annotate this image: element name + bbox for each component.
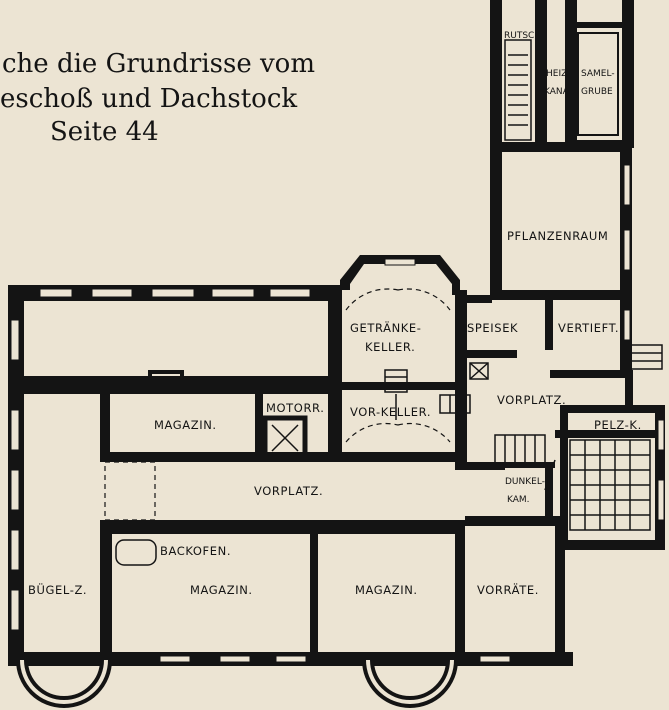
label-vorplatz-center: VORPLATZ.	[254, 484, 323, 498]
label-buegelz: BÜGEL-Z.	[28, 581, 87, 597]
label-heiz-2: KANAL	[544, 87, 574, 97]
door-swings	[104, 288, 451, 521]
caption-line-1: che die Grundrisse vom	[2, 49, 315, 79]
walls	[8, 0, 665, 666]
room-labels: RUTSCH HEIZ- KANAL SAMEL- GRUBE PFLANZEN…	[28, 31, 642, 597]
label-dunkel-1: DUNKEL-	[505, 477, 545, 487]
label-magazin-lower-right: MAGAZIN.	[355, 583, 418, 597]
label-getraenke-2: KELLER.	[365, 340, 415, 354]
label-backofen: BACKOFEN.	[160, 544, 231, 558]
label-vertieft: VERTIEFT.	[558, 321, 619, 335]
label-samel-2: GRUBE	[581, 87, 613, 97]
label-rutsch: RUTSCH	[504, 31, 541, 41]
label-pelzk: PELZ-K.	[594, 418, 642, 432]
label-speisek: SPEISEK	[467, 321, 518, 335]
label-magazin-upper: MAGAZIN.	[154, 418, 217, 432]
label-getraenke-1: GETRÄNKE-	[350, 320, 422, 335]
caption-line-3: Seite 44	[50, 117, 159, 147]
label-vorraete: VORRÄTE.	[477, 582, 539, 597]
label-heiz-1: HEIZ-	[546, 69, 570, 79]
label-magazin-lower-left: MAGAZIN.	[190, 583, 253, 597]
stairs	[384, 39, 663, 531]
label-dunkel-2: KAM.	[507, 495, 530, 505]
label-motorr: MOTORR.	[266, 401, 324, 415]
caption-line-2: eschoß und Dachstock	[0, 84, 297, 114]
label-pflanzenraum: PFLANZENRAUM	[507, 229, 608, 243]
fixtures	[115, 362, 556, 566]
windows	[10, 164, 665, 663]
bay-windows	[16, 659, 458, 708]
label-samel-1: SAMEL-	[581, 69, 615, 79]
label-vorplatz-right: VORPLATZ.	[497, 393, 566, 407]
label-vorkeller: VOR-KELLER.	[350, 405, 431, 419]
